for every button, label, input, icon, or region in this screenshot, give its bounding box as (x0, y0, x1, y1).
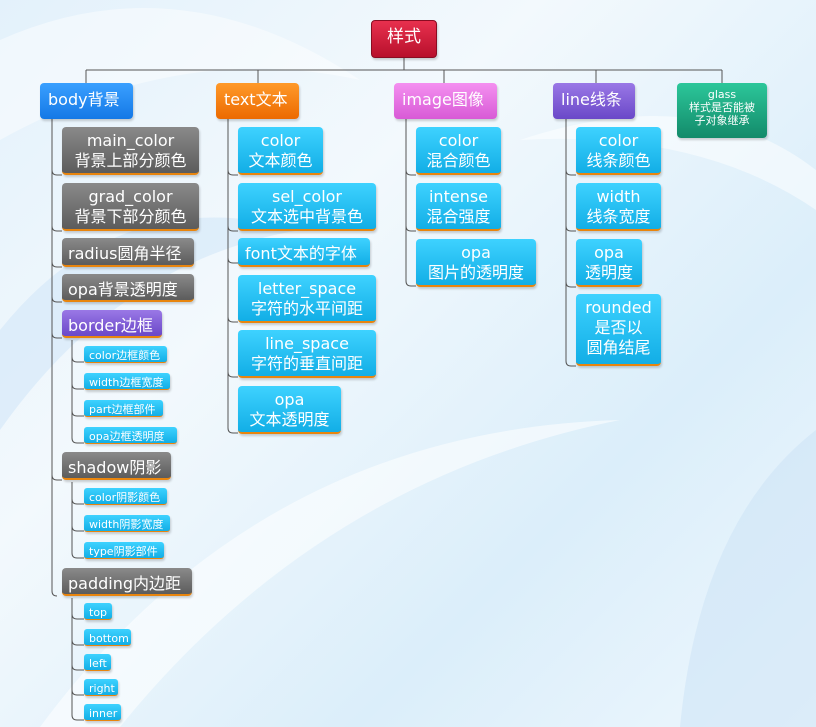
root-node: 样式 (371, 20, 437, 58)
padding-item-bottom: bottom (84, 629, 131, 646)
shadow-item-type: type阴影部件 (84, 542, 164, 559)
shadow-label: shadow阴影 (68, 458, 162, 477)
line-width-desc: 线条宽度 (586, 207, 651, 226)
line-header-label: line线条 (561, 90, 622, 109)
border-item-opa: opa边框透明度 (84, 427, 177, 444)
body-padding: padding内边距 (62, 568, 192, 596)
border-item-width: width边框宽度 (84, 373, 170, 390)
sel-color-desc: 文本选中背景色 (250, 207, 363, 226)
rounded-desc-1: 是否以 (594, 318, 643, 337)
border-label: border边框 (68, 316, 153, 335)
intense-desc: 混合强度 (426, 207, 491, 226)
letter-space-key: letter_space (257, 279, 357, 298)
padding-item-inner: inner (84, 704, 121, 721)
grad-color-key: grad_color (88, 187, 173, 206)
text-line-space: line_space 字符的垂直间距 (238, 330, 376, 378)
text-header-label: text文本 (224, 90, 288, 109)
rounded-desc-2: 圆角结尾 (586, 338, 651, 357)
body-main-color: main_color 背景上部分颜色 (62, 127, 199, 175)
text-opa: opa 文本透明度 (238, 386, 341, 434)
line-width-key: width (596, 187, 641, 206)
image-color-desc: 混合颜色 (426, 151, 491, 170)
image-opa-desc: 图片的透明度 (427, 263, 524, 282)
glass-desc-1: 样式是否能被 (689, 101, 755, 115)
text-header: text文本 (216, 83, 299, 119)
image-opa: opa 图片的透明度 (416, 239, 536, 287)
padding-item-right: right (84, 679, 118, 696)
line-space-key: line_space (265, 334, 349, 353)
text-opa-desc: 文本透明度 (249, 410, 330, 429)
main-color-desc: 背景上部分颜色 (74, 151, 187, 170)
body-opa: opa背景透明度 (62, 274, 194, 302)
body-opa-label: opa背景透明度 (68, 280, 178, 299)
image-color-key: color (438, 131, 479, 150)
border-item-label: opa边框透明度 (89, 430, 165, 443)
text-color-desc: 文本颜色 (248, 151, 313, 170)
line-space-desc: 字符的垂直间距 (250, 354, 363, 373)
text-font: font文本的字体 (238, 238, 370, 267)
shadow-item-label: color阴影颜色 (89, 491, 161, 504)
body-header: body背景 (40, 83, 133, 119)
line-color-key: color (598, 131, 639, 150)
padding-label: padding内边距 (68, 574, 182, 593)
sel-color-key: sel_color (271, 187, 343, 206)
shadow-item-label: type阴影部件 (89, 545, 158, 558)
line-opa: opa 透明度 (576, 239, 642, 287)
glass-node: glass 样式是否能被 子对象继承 (677, 83, 767, 138)
rounded-key: rounded (585, 298, 652, 317)
letter-space-desc: 字符的水平间距 (250, 299, 363, 318)
body-header-label: body背景 (48, 90, 120, 109)
root-label: 样式 (387, 27, 421, 47)
padding-item-top: top (84, 603, 112, 620)
padding-item-label: bottom (89, 632, 129, 645)
image-header: image图像 (394, 83, 497, 119)
text-sel-color: sel_color 文本选中背景色 (238, 183, 376, 231)
padding-item-label: top (89, 606, 108, 619)
body-shadow: shadow阴影 (62, 452, 171, 480)
shadow-item-color: color阴影颜色 (84, 488, 167, 505)
shadow-item-width: width阴影宽度 (84, 515, 170, 532)
grad-color-desc: 背景下部分颜色 (74, 207, 187, 226)
text-color: color 文本颜色 (238, 127, 323, 175)
body-radius: radius圆角半径 (62, 238, 194, 267)
border-item-label: color边框颜色 (89, 349, 161, 362)
glass-label: glass (707, 88, 737, 101)
border-item-part: part边框部件 (84, 400, 163, 417)
font-label: font文本的字体 (245, 244, 357, 263)
text-opa-key: opa (274, 390, 305, 409)
image-color: color 混合颜色 (416, 127, 501, 175)
radius-label: radius圆角半径 (68, 244, 182, 263)
padding-item-label: right (89, 682, 115, 695)
intense-key: intense (428, 187, 489, 206)
padding-item-label: inner (89, 707, 118, 720)
border-item-color: color边框颜色 (84, 346, 167, 363)
padding-item-left: left (84, 654, 111, 671)
image-header-label: image图像 (402, 90, 484, 109)
glass-desc-2: 子对象继承 (694, 114, 750, 128)
shadow-item-label: width阴影宽度 (89, 518, 164, 531)
border-item-label: width边框宽度 (89, 376, 164, 389)
line-rounded: rounded 是否以 圆角结尾 (576, 294, 661, 366)
text-color-key: color (260, 131, 301, 150)
line-opa-key: opa (594, 243, 624, 262)
border-item-label: part边框部件 (89, 403, 156, 416)
main-color-key: main_color (86, 131, 175, 150)
image-intense: intense 混合强度 (416, 183, 501, 231)
body-grad-color: grad_color 背景下部分颜色 (62, 183, 199, 231)
line-color: color 线条颜色 (576, 127, 661, 175)
line-color-desc: 线条颜色 (586, 151, 651, 170)
line-opa-desc: 透明度 (584, 263, 633, 282)
text-letter-space: letter_space 字符的水平间距 (238, 275, 376, 323)
image-opa-key: opa (461, 243, 491, 262)
line-width: width 线条宽度 (576, 183, 661, 231)
padding-item-label: left (89, 657, 107, 670)
line-header: line线条 (553, 83, 635, 119)
body-border: border边框 (62, 310, 162, 338)
